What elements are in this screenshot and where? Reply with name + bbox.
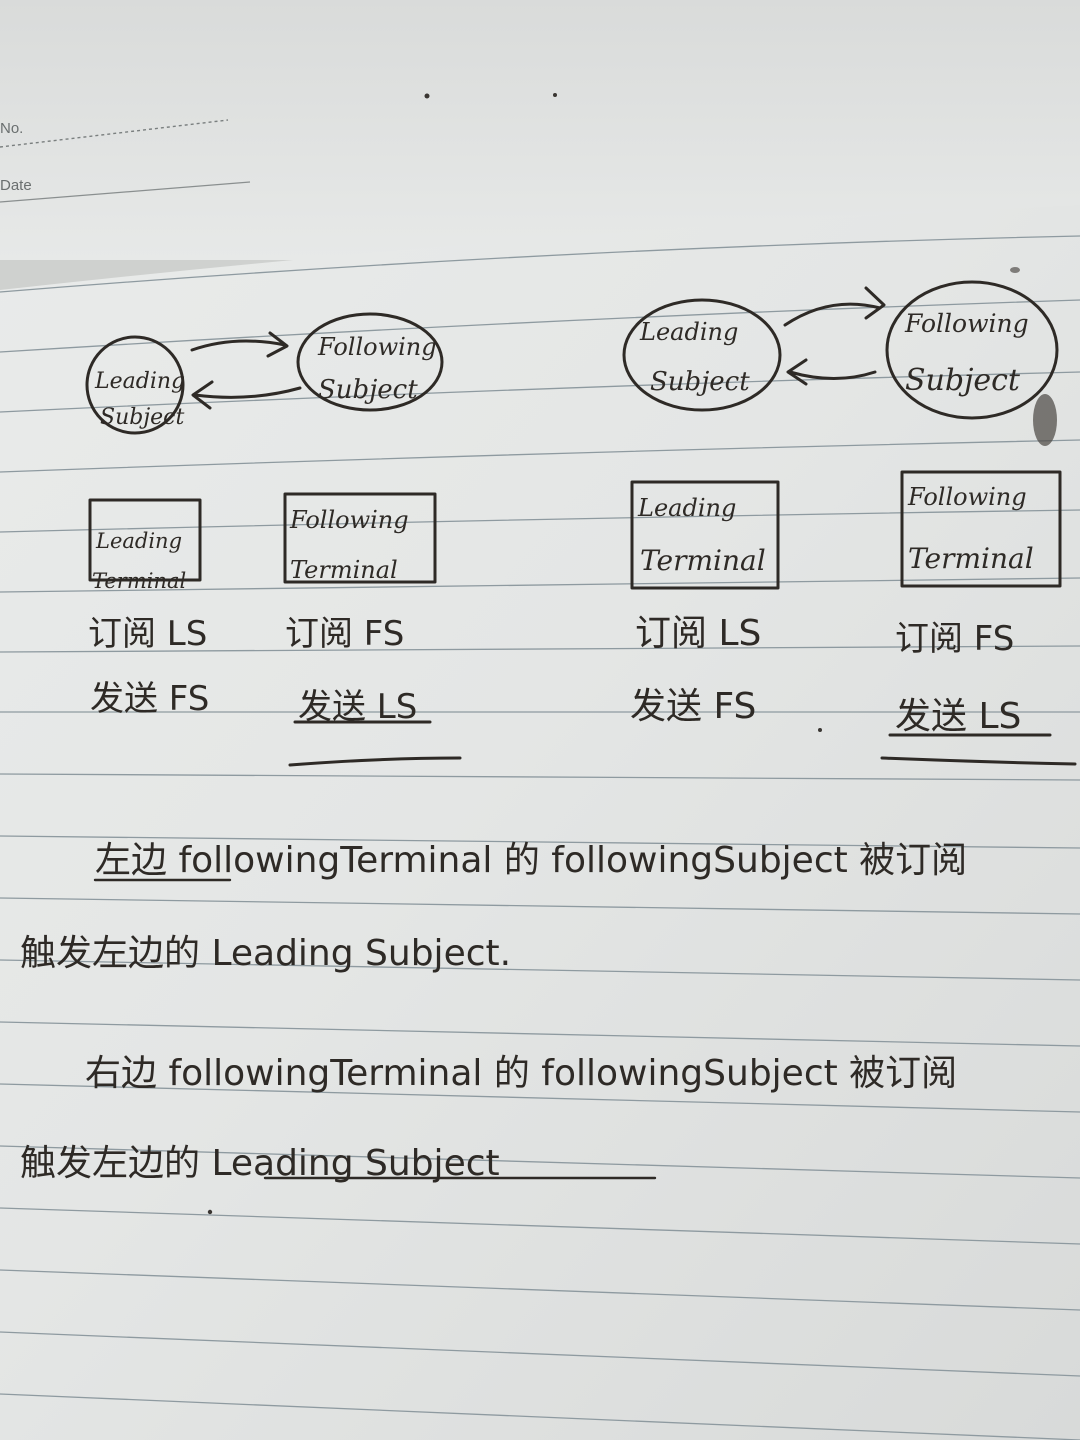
svg-text:发送 FS: 发送 FS: [90, 679, 209, 719]
svg-text:Subject: Subject: [905, 363, 1021, 398]
note-1-line-2: 触发左边的 Leading Subject.: [20, 933, 511, 974]
svg-text:Terminal: Terminal: [640, 544, 766, 577]
right-leading-subject: Leading Subject: [622, 298, 782, 412]
no-label: No.: [0, 120, 23, 137]
right-diagram: Leading Subject Following Subject Leadin…: [622, 280, 1077, 766]
left-following-subject: Following Subject: [296, 312, 444, 412]
stray-marks: [207, 93, 1057, 1215]
right-arrow-left: [786, 358, 877, 386]
left-leading-notes: 订阅 LS 发送 FS: [88, 614, 209, 719]
svg-text:发送 LS: 发送 LS: [895, 696, 1021, 737]
right-leading-terminal: Leading Terminal: [630, 480, 780, 590]
svg-text:订阅 FS: 订阅 FS: [895, 619, 1014, 659]
left-arrow-right: [190, 331, 289, 358]
svg-text:Terminal: Terminal: [92, 569, 186, 593]
date-label: Date: [0, 177, 32, 194]
svg-text:Leading: Leading: [95, 529, 182, 553]
note-1: 左边 followingTerminal 的 followingSubject …: [20, 840, 967, 974]
note-1-line-1: 左边 followingTerminal 的 followingSubject …: [95, 840, 967, 881]
right-following-terminal: Following Terminal: [900, 470, 1062, 588]
left-following-terminal: Following Terminal: [283, 492, 437, 584]
note-2-line-1: 右边 followingTerminal 的 followingSubject …: [85, 1053, 957, 1094]
right-following-notes: 订阅 FS 发送 LS: [880, 619, 1077, 766]
svg-text:Leading: Leading: [637, 494, 736, 522]
svg-text:Subject: Subject: [100, 405, 184, 430]
svg-text:订阅 FS: 订阅 FS: [285, 614, 404, 654]
svg-text:发送 LS: 发送 LS: [298, 687, 417, 727]
svg-text:Terminal: Terminal: [908, 542, 1034, 575]
left-leading-subject: Leading Subject: [85, 335, 185, 435]
left-following-notes: 订阅 FS 发送 LS: [285, 614, 462, 767]
header-date: Date: [0, 177, 251, 203]
right-arrow-right: [783, 286, 886, 327]
svg-text:Subject: Subject: [650, 367, 750, 397]
svg-text:Following: Following: [907, 483, 1027, 511]
svg-text:Following: Following: [289, 506, 409, 534]
svg-text:订阅 LS: 订阅 LS: [635, 613, 761, 654]
svg-text:订阅 LS: 订阅 LS: [88, 614, 207, 654]
svg-text:Following: Following: [317, 333, 437, 361]
right-leading-notes: 订阅 LS 发送 FS: [630, 613, 761, 727]
note-2: 右边 followingTerminal 的 followingSubject …: [20, 1053, 957, 1184]
svg-text:Subject: Subject: [318, 375, 418, 405]
header-no: No.: [0, 119, 229, 148]
left-diagram: Leading Subject Following Subject Leadin…: [85, 312, 462, 767]
svg-text:发送 FS: 发送 FS: [630, 686, 756, 727]
left-arrow-left: [191, 380, 302, 410]
svg-text:Terminal: Terminal: [290, 556, 398, 584]
ruled-lines: [0, 235, 1080, 1440]
svg-text:Leading: Leading: [94, 369, 185, 394]
left-leading-terminal: Leading Terminal: [88, 498, 202, 593]
right-following-subject: Following Subject: [885, 280, 1059, 420]
svg-text:Following: Following: [904, 309, 1029, 338]
svg-text:Leading: Leading: [639, 318, 738, 346]
